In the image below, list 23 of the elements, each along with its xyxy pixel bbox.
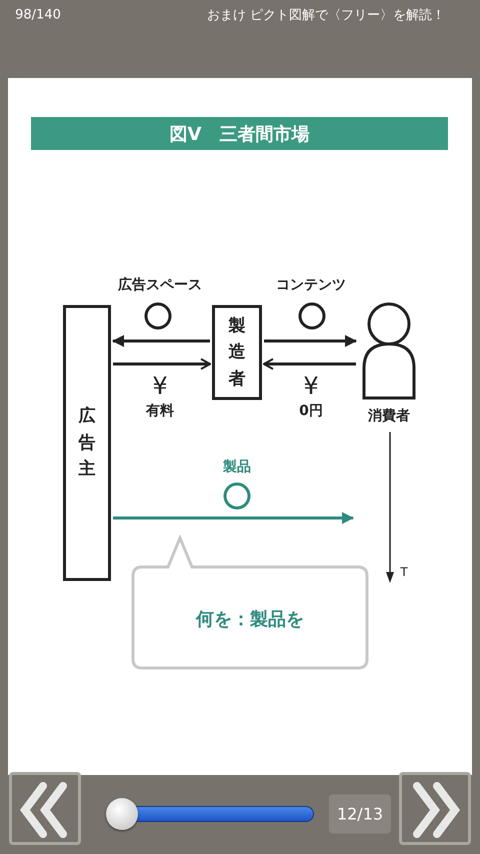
vertical-text-box xyxy=(63,305,111,581)
arrow xyxy=(113,358,211,370)
title-banner: 図V 三者間市場 xyxy=(31,117,448,150)
yen-sign: ¥ xyxy=(152,372,168,400)
axis-label: T xyxy=(400,565,408,579)
text-label: 広告スペース xyxy=(118,276,202,294)
text-label: 有料 xyxy=(146,402,174,420)
yen-sign: ¥ xyxy=(303,372,319,400)
arrow xyxy=(264,335,357,347)
node-label: 消費者 xyxy=(368,407,410,425)
vertical-text-box xyxy=(212,305,262,400)
text-label: コンテンツ xyxy=(276,276,346,294)
page-indicator: 12/13 xyxy=(328,794,392,834)
arrow xyxy=(263,358,356,370)
node-label: 広告主 xyxy=(78,405,96,482)
bubble-text: 何を：製品を xyxy=(196,608,304,631)
text-label: 0円 xyxy=(299,402,323,420)
page-counter: 98/140 xyxy=(15,8,61,22)
book-title: おまけ ピクト図解で〈フリー〉を解読！ xyxy=(206,7,446,24)
text-label: 製品 xyxy=(223,458,251,476)
arrow xyxy=(113,512,354,524)
arrow xyxy=(112,335,210,347)
node-label: 製造者 xyxy=(228,314,246,391)
